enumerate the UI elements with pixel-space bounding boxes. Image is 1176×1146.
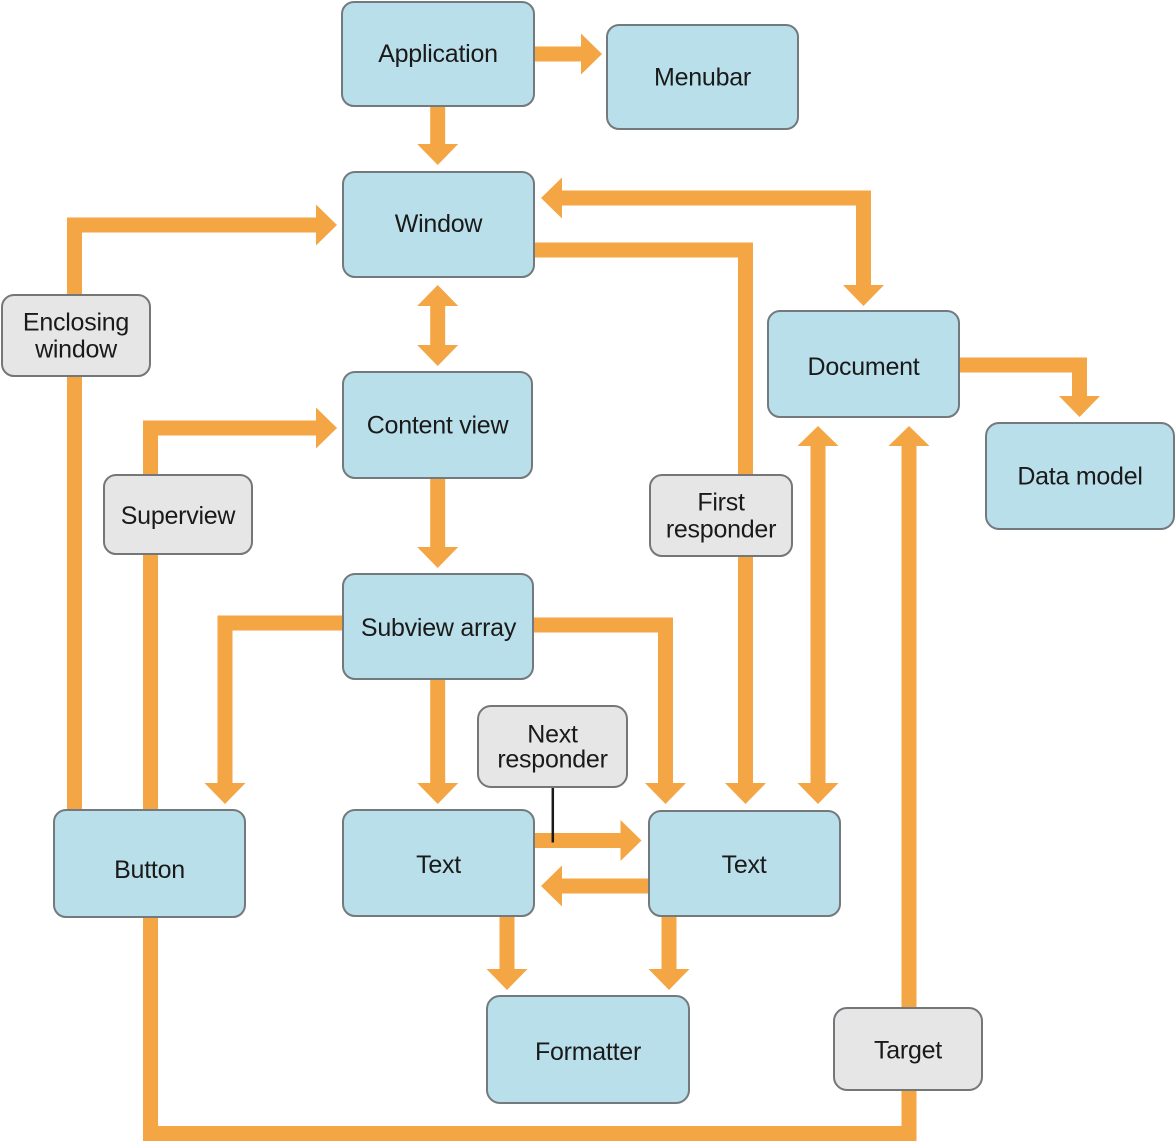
svg-text:Formatter: Formatter bbox=[535, 1038, 641, 1066]
svg-text:Button: Button bbox=[114, 856, 185, 884]
svg-text:Subview array: Subview array bbox=[361, 614, 517, 642]
svg-text:responder: responder bbox=[666, 516, 776, 544]
svg-text:responder: responder bbox=[497, 746, 607, 774]
svg-text:Enclosing: Enclosing bbox=[23, 309, 129, 337]
svg-text:Menubar: Menubar bbox=[654, 64, 751, 92]
svg-text:Content view: Content view bbox=[367, 412, 510, 440]
svg-text:Text: Text bbox=[722, 851, 767, 879]
svg-text:Window: Window bbox=[395, 210, 484, 238]
svg-text:window: window bbox=[34, 336, 118, 364]
svg-text:Next: Next bbox=[527, 721, 578, 749]
svg-text:Superview: Superview bbox=[121, 502, 237, 530]
svg-text:Data model: Data model bbox=[1017, 463, 1142, 491]
svg-text:Application: Application bbox=[378, 40, 498, 68]
svg-text:First: First bbox=[697, 489, 745, 517]
svg-text:Target: Target bbox=[874, 1037, 942, 1065]
svg-text:Document: Document bbox=[808, 353, 920, 381]
svg-text:Text: Text bbox=[416, 851, 461, 879]
